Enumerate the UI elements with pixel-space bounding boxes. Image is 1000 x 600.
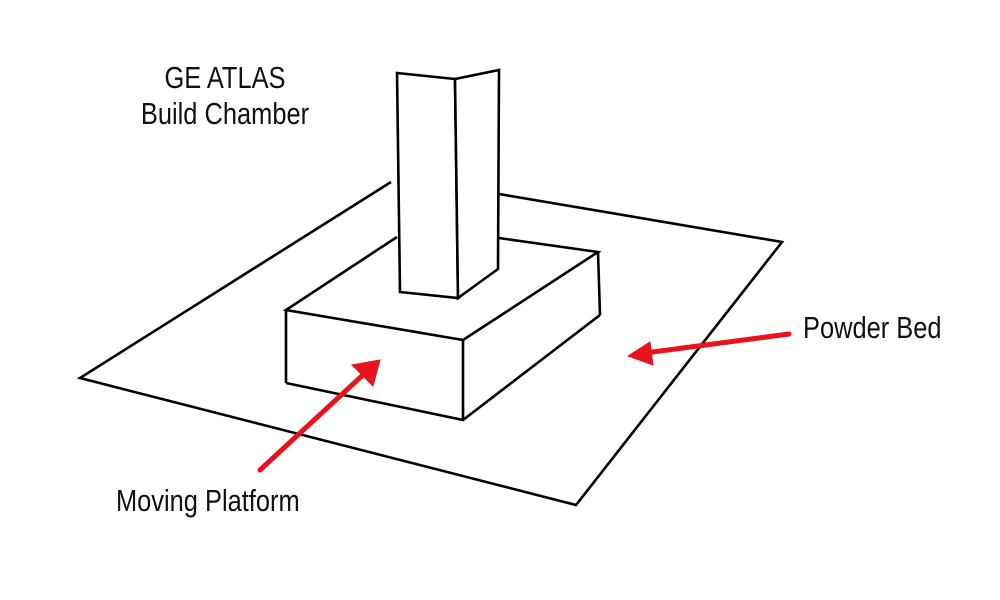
moving-platform-arrowhead: [350, 359, 381, 387]
powder-bed-outline: [76, 180, 785, 507]
powder-bed-label: Powder Bed: [803, 310, 942, 345]
chamber-title-line2: Build Chamber: [140, 96, 310, 131]
moving-platform-label: Moving Platform: [116, 483, 300, 518]
platform-bottom-edge: [285, 313, 601, 422]
chamber-title: GE ATLAS Build Chamber: [118, 60, 331, 132]
chamber-title-line1: GE ATLAS: [164, 60, 286, 95]
powder-bed-arrowhead: [626, 341, 654, 366]
moving-platform-arrow-shaft: [257, 370, 368, 473]
platform-right-vertical: [596, 251, 602, 316]
column-side-face: [453, 68, 501, 301]
powder-bed-arrow-shaft: [642, 331, 792, 356]
column-front-face: [395, 71, 460, 300]
